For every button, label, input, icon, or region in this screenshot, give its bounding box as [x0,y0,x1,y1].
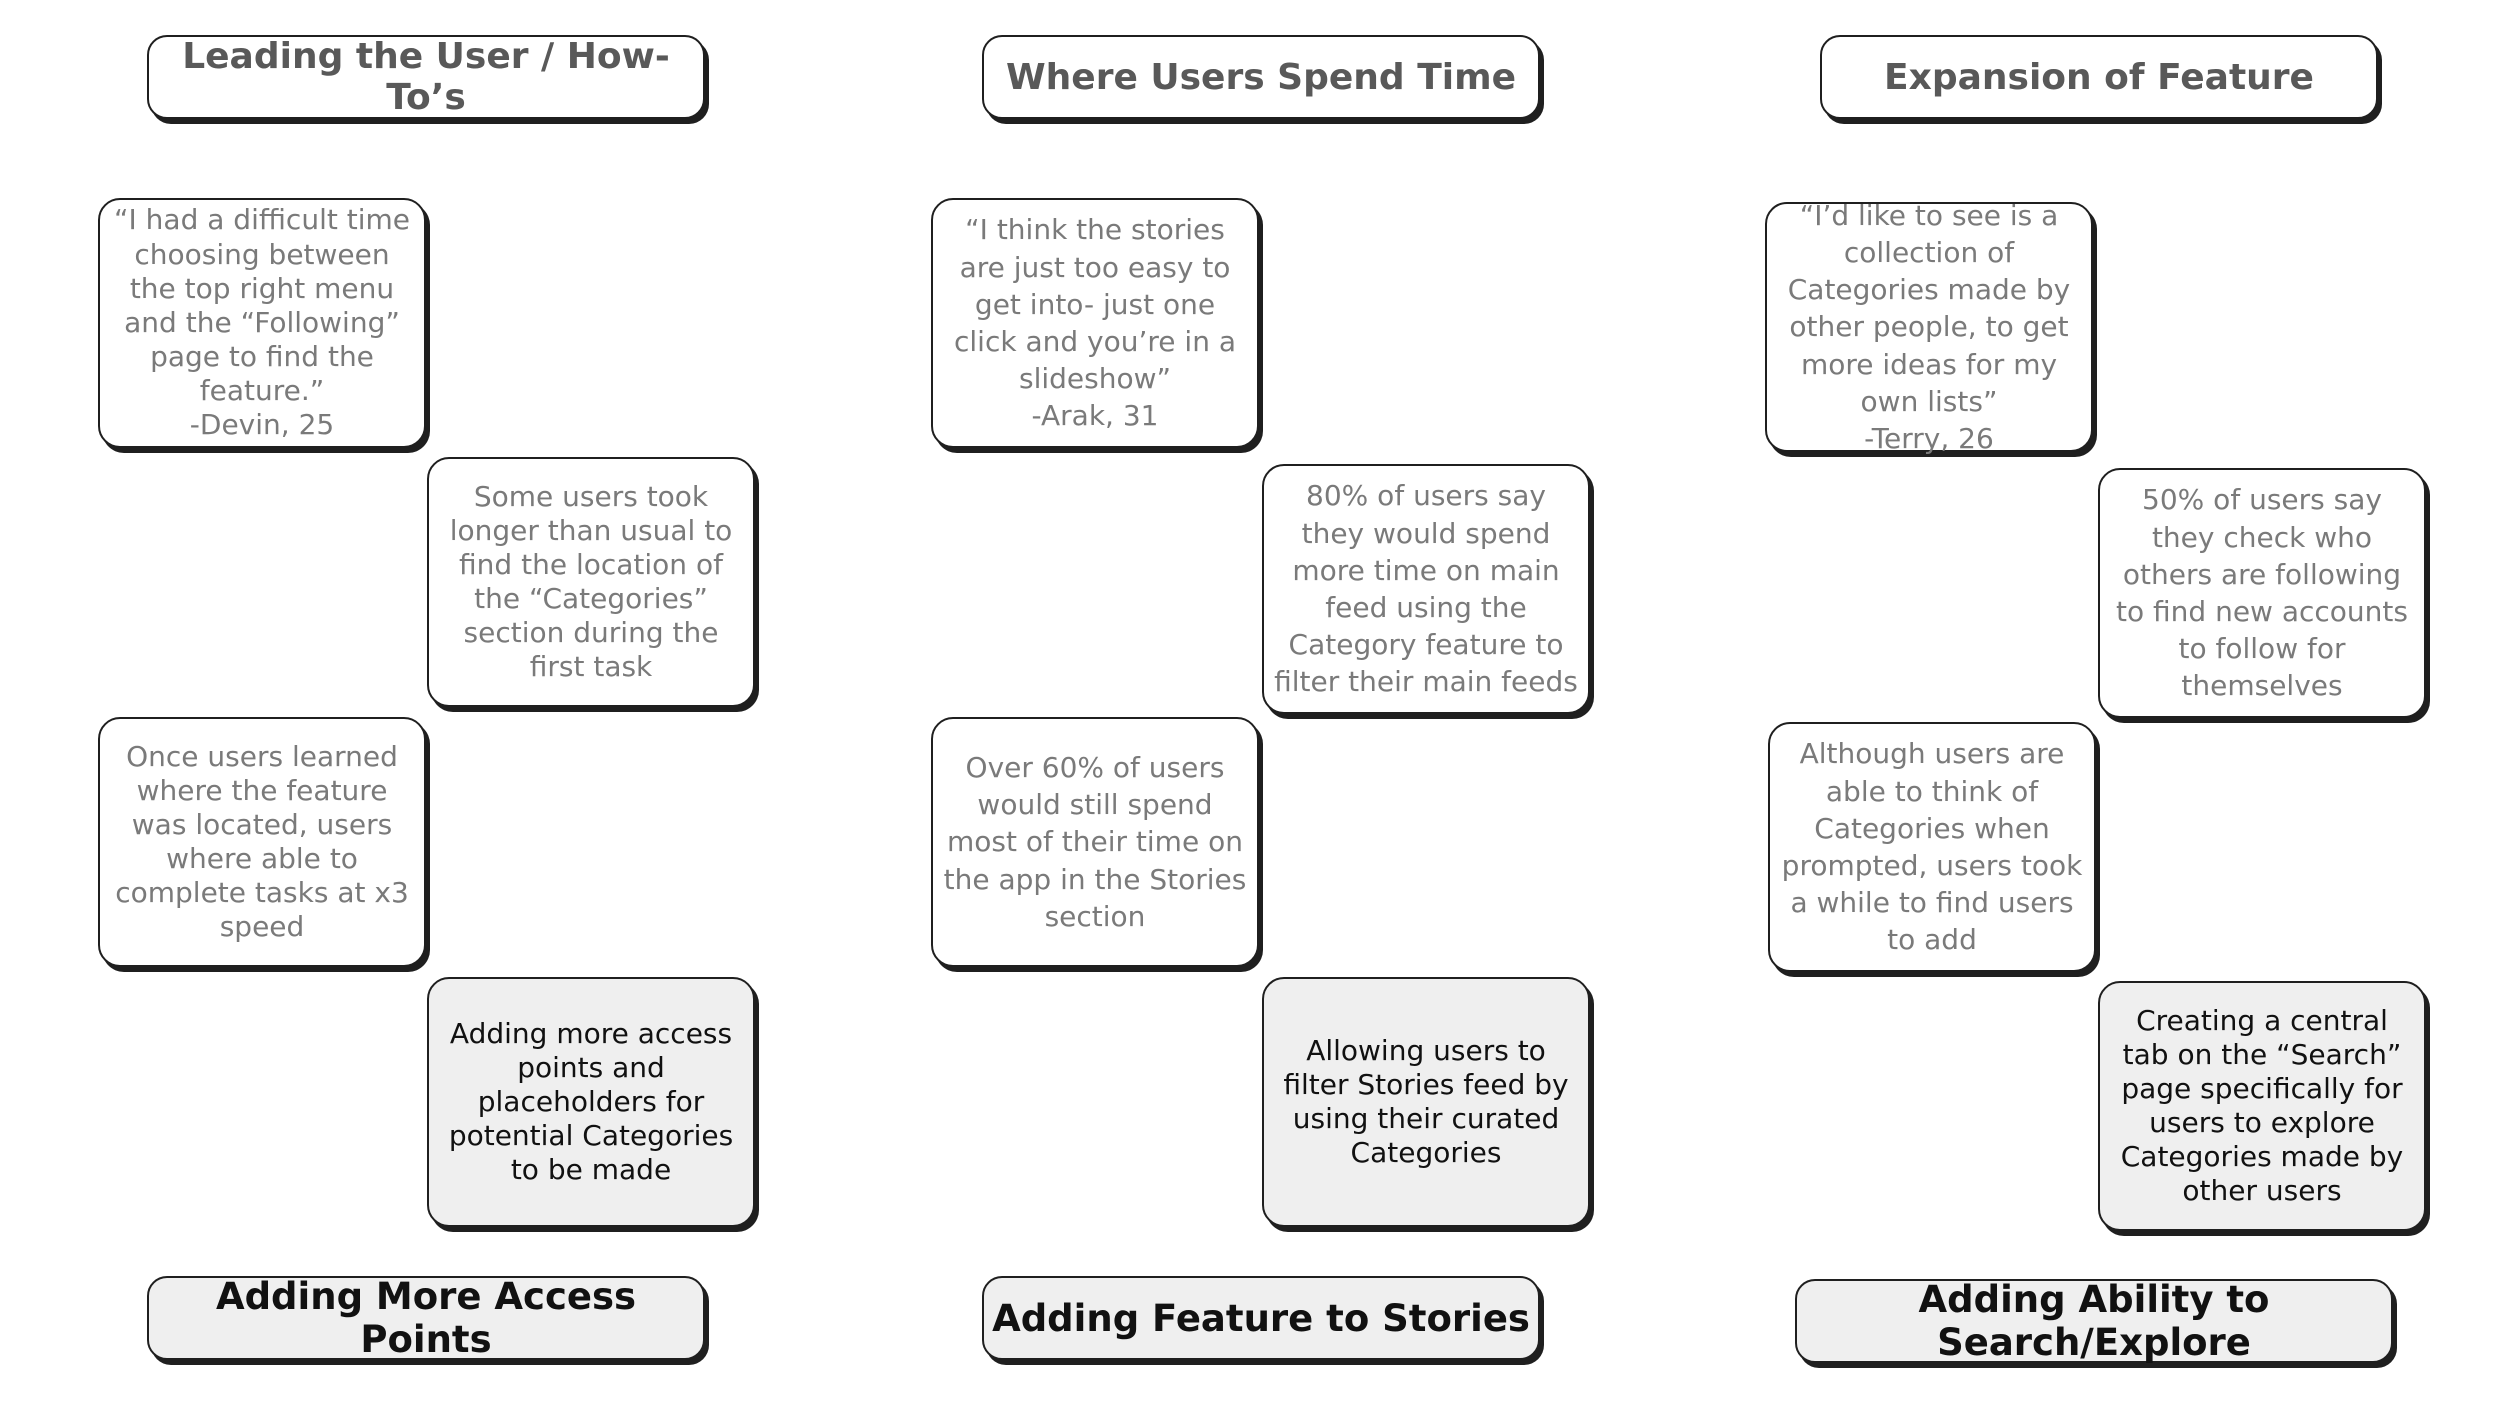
column-2-header: Where Users Spend Time [982,35,1540,119]
column-1-solution-card: Adding more access points and placeholde… [427,977,755,1227]
column-1-finding-card-1: Some users took longer than usual to fin… [427,457,755,707]
column-1-header: Leading the User / How-To’s [147,35,705,119]
column-3-header: Expansion of Feature [1820,35,2378,119]
column-3-footer: Adding Ability to Search/Explore [1795,1278,2393,1364]
column-2-solution-card: Allowing users to filter Stories feed by… [1262,977,1590,1227]
column-1-footer: Adding More Access Points [147,1275,705,1361]
column-3-finding-card-1: 50% of users say they check who others a… [2098,468,2426,718]
column-1-quote-card: “I had a difficult time choosing between… [98,198,426,448]
column-3-quote-card: “I’d like to see is a collection of Cate… [1765,199,2093,455]
column-1-finding-card-2: Once users learned where the feature was… [98,717,426,967]
column-3-solution-card: Creating a central tab on the “Search” p… [2098,981,2426,1231]
column-3-finding-card-2: Although users are able to think of Cate… [1768,722,2096,972]
column-2-finding-card-2: Over 60% of users would still spend most… [931,717,1259,967]
column-2-quote-card: “I think the stories are just too easy t… [931,198,1259,448]
column-2-finding-card-1: 80% of users say they would spend more t… [1262,464,1590,714]
column-2-footer: Adding Feature to Stories [982,1276,1540,1360]
